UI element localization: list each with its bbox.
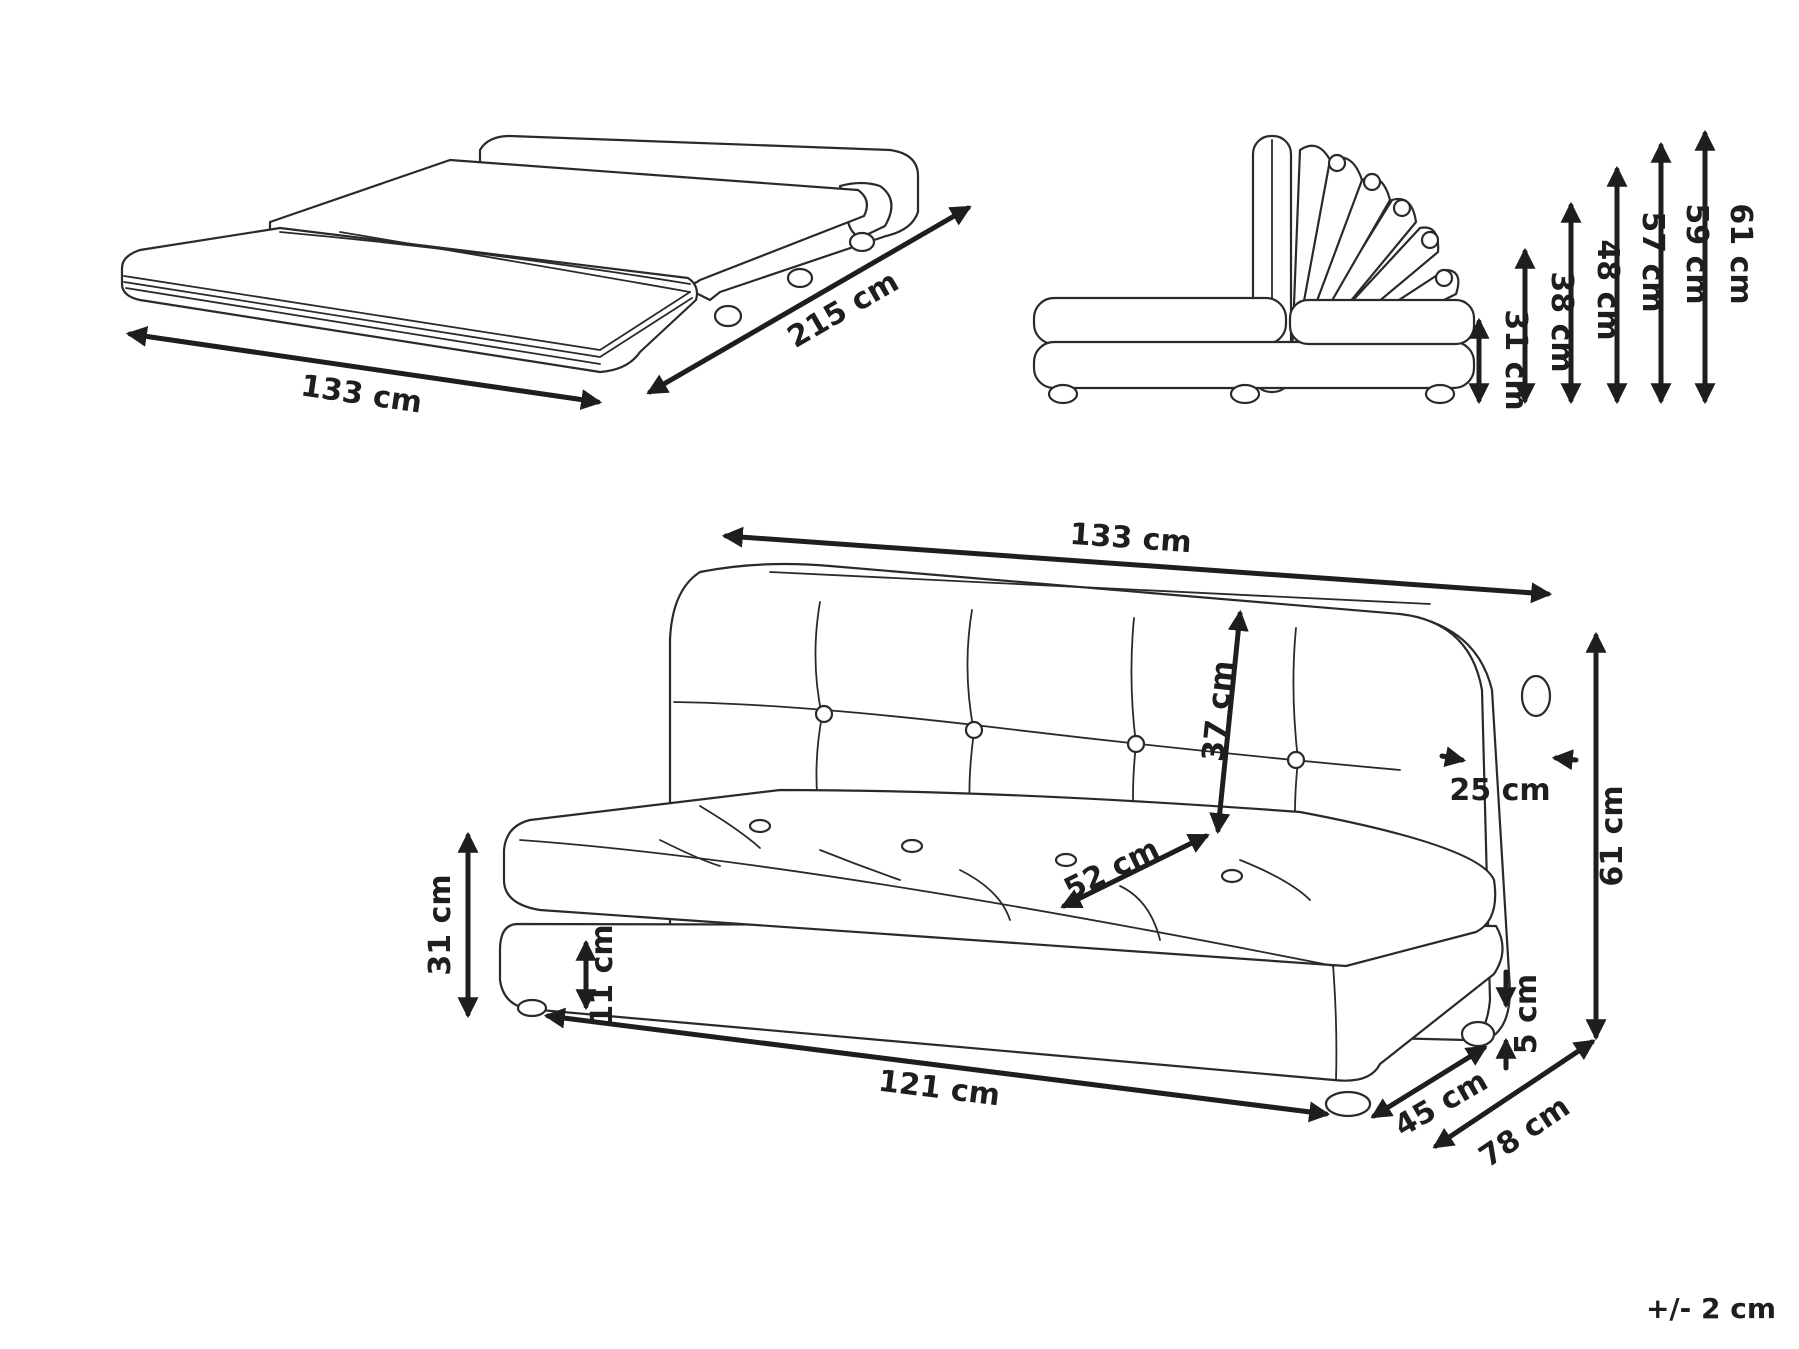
sofa-seat-height-dimension: 31 cm (423, 831, 479, 1019)
sofa-total-width-label: 133 cm (1069, 517, 1193, 560)
recline-height-label-5: 59 cm (1679, 203, 1714, 304)
recline-height-label-6: 61 cm (1723, 203, 1758, 304)
sofa-total-depth-label: 78 cm (1473, 1089, 1577, 1175)
tolerance-note: +/- 2 cm (1646, 1292, 1776, 1325)
sofa-seat-height-label: 31 cm (423, 874, 458, 975)
recline-height-label-1: 31 cm (1498, 309, 1533, 410)
sofa-base-height-dimension: 11 cm (575, 924, 620, 1026)
recline-illustration (1032, 134, 1476, 405)
recline-height-dimensions: 31 cm 38 cm 48 cm 57 cm 59 cm 61 cm (1468, 129, 1758, 411)
sofa-illustration (498, 562, 1552, 1118)
sofa-base-depth-dimension: 45 cm (1370, 1045, 1494, 1144)
sofa-back-depth-label: 25 cm (1449, 773, 1550, 808)
sofa-total-height-dimension: 61 cm (1585, 631, 1630, 1041)
recline-height-label-4: 57 cm (1635, 211, 1670, 312)
sofa-foot-height-dimension: 5 cm (1495, 969, 1544, 1071)
recline-height-label-2: 38 cm (1544, 271, 1579, 372)
sofa-back-depth-dimension: 25 cm (1439, 746, 1579, 808)
sofa-total-height-label: 61 cm (1595, 785, 1630, 886)
recline-height-label-3: 48 cm (1590, 239, 1625, 340)
sofa-total-width-dimension: 133 cm (721, 517, 1553, 604)
sofa-foot-height-label: 5 cm (1509, 974, 1544, 1054)
sofa-base-height-label: 11 cm (585, 924, 620, 1025)
